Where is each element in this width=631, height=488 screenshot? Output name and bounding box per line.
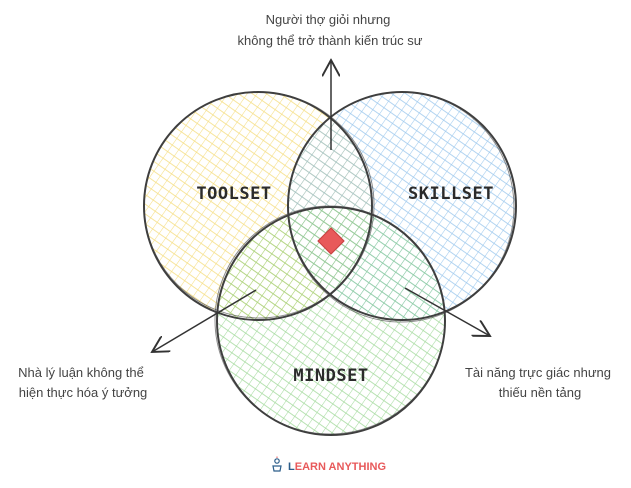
brand-name: EARN ANYTHING bbox=[295, 461, 386, 473]
arrow-bottom-right bbox=[404, 287, 490, 336]
arrow-bottom-left bbox=[152, 289, 257, 352]
brand-logo: LEARN ANYTHING bbox=[272, 456, 386, 473]
bottom-right-annotation-line1: Tài năng trực giác nhưng bbox=[465, 365, 611, 380]
top-annotation-line2: không thể trở thành kiến trúc sư bbox=[238, 33, 423, 48]
bottom-right-annotation-line2: thiếu nền tảng bbox=[499, 385, 581, 400]
circle-outlines bbox=[143, 91, 517, 436]
bottom-left-annotation-line1: Nhà lý luận không thể bbox=[18, 365, 144, 380]
mindset-label: MINDSET bbox=[293, 366, 368, 386]
mindset-circle-fill bbox=[217, 207, 445, 435]
bottom-left-annotation-line2: hiện thực hóa ý tưởng bbox=[19, 385, 148, 400]
center-diamond-icon bbox=[317, 227, 345, 255]
lightbulb-person-icon bbox=[272, 456, 282, 472]
brand-first-letter: L bbox=[288, 461, 295, 473]
toolset-label: TOOLSET bbox=[196, 184, 271, 204]
skillset-label: SKILLSET bbox=[408, 184, 494, 204]
svg-text:LEARN ANYTHING: LEARN ANYTHING bbox=[288, 461, 386, 473]
top-annotation-line1: Người thợ giỏi nhưng bbox=[266, 12, 391, 27]
